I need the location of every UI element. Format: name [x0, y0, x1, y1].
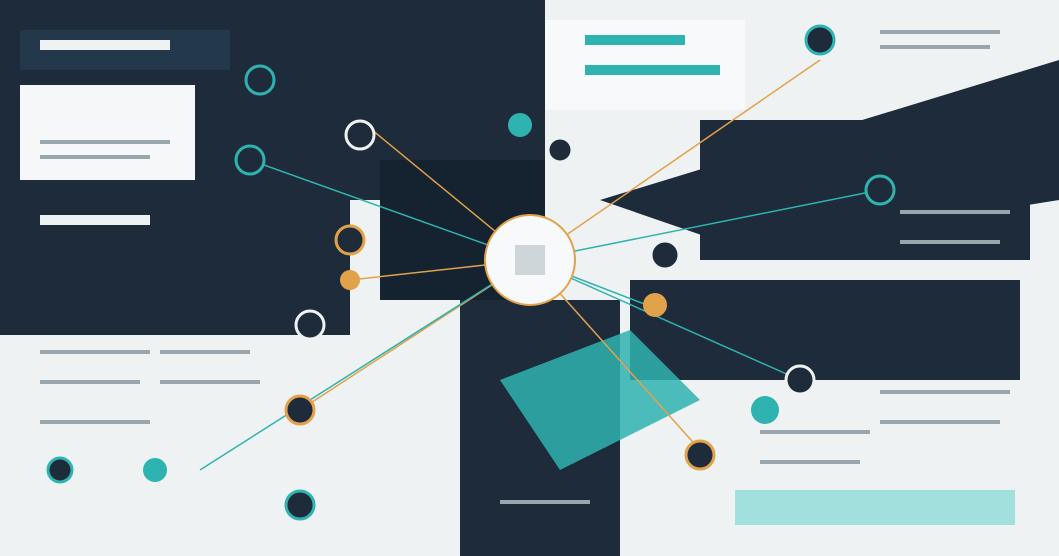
text-line-placeholders	[40, 30, 1010, 504]
heading-bar-top-center-2	[585, 65, 720, 75]
heading-bar-top-center	[585, 35, 685, 45]
bottom-right-teal-bar	[735, 490, 1015, 525]
heading-bar-top-left	[40, 40, 170, 50]
teal-diagonal-shape	[500, 330, 700, 470]
left-info-card	[20, 85, 195, 180]
document-icon	[515, 245, 545, 275]
heading-bar-left-mid	[40, 215, 150, 225]
left-mid-panel	[0, 185, 350, 335]
right-lower-panel	[630, 280, 1020, 380]
network-node-icon	[46, 24, 896, 521]
